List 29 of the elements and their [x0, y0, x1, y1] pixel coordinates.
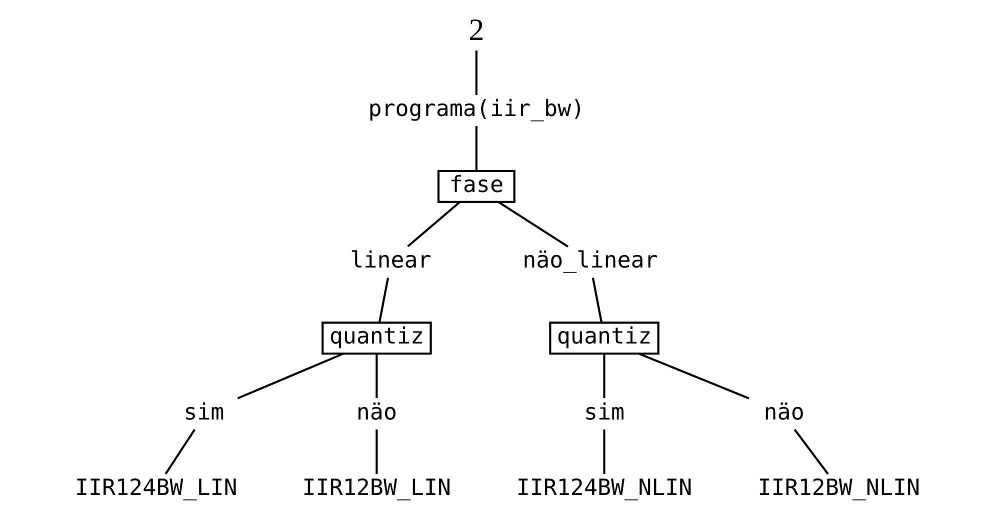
connector [407, 201, 461, 248]
node-box: quantiz [549, 322, 660, 355]
node-text: sim [584, 399, 625, 426]
connector [603, 354, 606, 398]
connector [237, 352, 344, 400]
connector [603, 430, 606, 474]
node-text: programa(iir_bw) [368, 96, 585, 122]
node-text: IIR124BW_LIN [74, 475, 238, 502]
node-text: IIR124BW_NLIN [516, 475, 692, 502]
connector [498, 201, 569, 248]
connector [475, 50, 478, 96]
connector [592, 278, 602, 322]
node-text: IIR12BW_NLIN [758, 475, 920, 502]
node-box: quantiz [322, 322, 432, 355]
connector [376, 354, 378, 398]
node-text: 2 [468, 12, 484, 47]
node-text: näo [356, 399, 397, 426]
node-text: IIR12BW_LIN [302, 475, 452, 502]
connector [164, 428, 196, 475]
node-text: näo [764, 399, 804, 426]
connector [378, 278, 390, 322]
connector [376, 430, 378, 474]
node-text: näo_linear [522, 248, 658, 274]
node-text: linear [350, 248, 432, 274]
connector [794, 428, 829, 475]
node-box: fase [437, 170, 516, 203]
connector [475, 126, 478, 170]
connector [638, 352, 750, 400]
node-text: sim [184, 399, 224, 426]
